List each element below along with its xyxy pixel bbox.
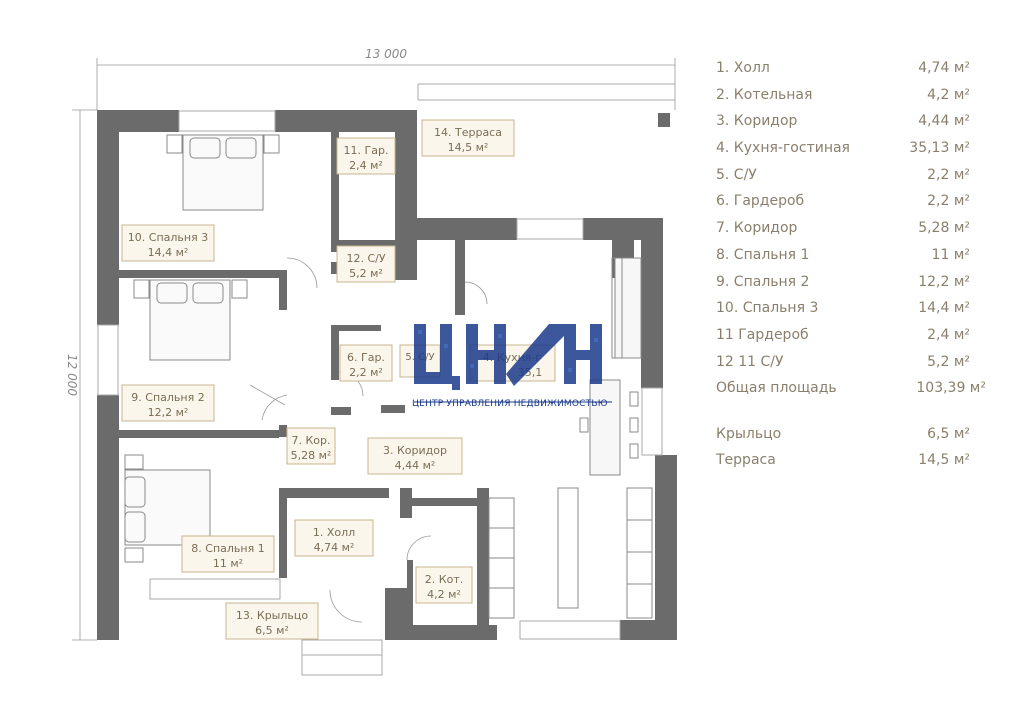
room-area: 6,5 м² xyxy=(255,624,289,637)
room-label-3: 3. Коридор 4,44 м² xyxy=(367,437,463,475)
legend-area: 5,2 м² xyxy=(927,353,970,370)
legend-name: 8. Спальня 1 xyxy=(716,246,810,263)
legend-name: 1. Холл xyxy=(716,60,770,76)
legend-item: 1. Холл 4,74 м² xyxy=(716,58,986,85)
legend-name: 12 11 С/У xyxy=(716,353,784,370)
legend-name: 3. Коридор xyxy=(716,113,798,130)
legend-area: 2,2 м² xyxy=(927,166,970,183)
room-name: 13. Крыльцо xyxy=(236,609,308,622)
room-area: 5,2 м² xyxy=(349,267,383,280)
room-label-1: 1. Холл 4,74 м² xyxy=(294,519,374,557)
legend-item: 4. Кухня-гостиная 35,13 м² xyxy=(716,138,986,165)
width-label: 13 000 xyxy=(365,47,407,61)
height-label: 12 000 xyxy=(65,354,79,396)
room-area: 14,5 м² xyxy=(448,141,489,154)
legend-area: 2,2 м² xyxy=(927,193,970,210)
legend-item: 7. Коридор 5,28 м² xyxy=(716,218,986,245)
legend-item: 6. Гардероб 2,2 м² xyxy=(716,191,986,218)
legend-name: 9. Спальня 2 xyxy=(716,273,810,290)
room-label-12: 12. С/У 5,2 м² xyxy=(336,245,396,283)
legend-extra-area: 6,5 м² xyxy=(927,426,970,443)
legend-extra-name: Крыльцо xyxy=(716,426,782,443)
room-name: 14. Терраса xyxy=(434,126,502,139)
legend-item: 2. Котельная 4,2 м² xyxy=(716,85,986,112)
legend-name: 2. Котельная xyxy=(716,86,813,103)
legend-area: 4,44 м² xyxy=(918,113,970,130)
legend-item: 9. Спальня 2 12,2 м² xyxy=(716,272,986,299)
legend-item: 12 11 С/У 5,2 м² xyxy=(716,352,986,379)
legend-extra-name: Терраса xyxy=(716,452,776,469)
legend-item: 10. Спальня 3 14,4 м² xyxy=(716,298,986,325)
room-name: 6. Гар. xyxy=(347,351,385,364)
legend-name: 10. Спальня 3 xyxy=(716,300,819,317)
room-label-14: 14. Терраса 14,5 м² xyxy=(421,119,515,157)
watermark-caption: ЦЕНТР УПРАВЛЕНИЯ НЕДВИЖИМОСТЬЮ xyxy=(412,399,608,409)
legend-area: 4,74 м² xyxy=(918,60,970,76)
dimension-height xyxy=(72,109,97,641)
room-name: 12. С/У xyxy=(346,252,385,265)
legend-name: 11 Гардероб xyxy=(716,326,809,343)
legend-item: 5. С/У 2,2 м² xyxy=(716,165,986,192)
room-name: 10. Спальня 3 xyxy=(128,231,208,244)
legend-total: Общая площадь 103,39 м² xyxy=(716,378,986,424)
legend-name: 4. Кухня-гостиная xyxy=(716,140,850,157)
room-area: 11 м² xyxy=(213,557,243,570)
room-label-6: 6. Гар. 2,2 м² xyxy=(339,344,393,382)
walls xyxy=(97,110,677,640)
room-name: 8. Спальня 1 xyxy=(191,542,264,555)
porch-steps xyxy=(301,639,383,676)
room-area: 4,2 м² xyxy=(427,588,461,601)
legend-extra-area: 14,5 м² xyxy=(918,452,970,469)
legend-total-name: Общая площадь xyxy=(716,380,837,397)
room-name: 3. Коридор xyxy=(383,444,447,457)
room-area: 4,44 м² xyxy=(395,459,436,472)
room-label-7: 7. Кор. 5,28 м² xyxy=(286,427,336,465)
room-name: 9. Спальня 2 xyxy=(131,391,204,404)
terrace-post xyxy=(658,113,670,127)
room-name: 7. Кор. xyxy=(291,434,330,447)
room-label-11: 11. Гар. 2,4 м² xyxy=(336,137,396,175)
room-area: 12,2 м² xyxy=(148,406,189,419)
legend-name: 7. Коридор xyxy=(716,220,798,237)
legend-extra: Терраса 14,5 м² xyxy=(716,450,986,476)
room-label-10: 10. Спальня 3 14,4 м² xyxy=(121,224,215,262)
room-area: 2,2 м² xyxy=(349,366,383,379)
room-area: 2,4 м² xyxy=(349,159,383,172)
terrace-outline xyxy=(417,83,675,101)
room-label-2: 2. Кот. 4,2 м² xyxy=(415,566,473,604)
room-label-8: 8. Спальня 1 11 м² xyxy=(181,535,275,573)
legend-total-area: 103,39 м² xyxy=(916,380,986,397)
legend-area: 4,2 м² xyxy=(927,86,970,103)
windows xyxy=(97,110,663,640)
legend-extra: Крыльцо 6,5 м² xyxy=(716,424,986,450)
legend-area: 2,4 м² xyxy=(927,326,970,343)
room-name: 11. Гар. xyxy=(344,144,389,157)
room-area: 5,28 м² xyxy=(291,449,332,462)
legend-item: 11 Гардероб 2,4 м² xyxy=(716,325,986,352)
room-area: 14,4 м² xyxy=(148,246,189,259)
room-label-9: 9. Спальня 2 12,2 м² xyxy=(121,384,215,422)
room-name: 2. Кот. xyxy=(425,573,463,586)
legend-name: 5. С/У xyxy=(716,166,757,183)
legend-area: 5,28 м² xyxy=(918,220,970,237)
watermark-logo xyxy=(414,324,612,403)
legend-name: 6. Гардероб xyxy=(716,193,805,210)
room-area: 4,74 м² xyxy=(314,541,355,554)
legend-area: 14,4 м² xyxy=(918,300,970,317)
legend-item: 3. Коридор 4,44 м² xyxy=(716,111,986,138)
room-label-13: 13. Крыльцо 6,5 м² xyxy=(225,602,319,640)
room-legend: 1. Холл 4,74 м² 2. Котельная 4,2 м² 3. Кор… xyxy=(716,58,986,476)
legend-area: 12,2 м² xyxy=(918,273,970,290)
room-name: 1. Холл xyxy=(313,526,355,539)
legend-area: 35,13 м² xyxy=(909,140,970,157)
furniture xyxy=(124,134,653,619)
legend-item: 8. Спальня 1 11 м² xyxy=(716,245,986,272)
legend-area: 11 м² xyxy=(931,246,970,263)
